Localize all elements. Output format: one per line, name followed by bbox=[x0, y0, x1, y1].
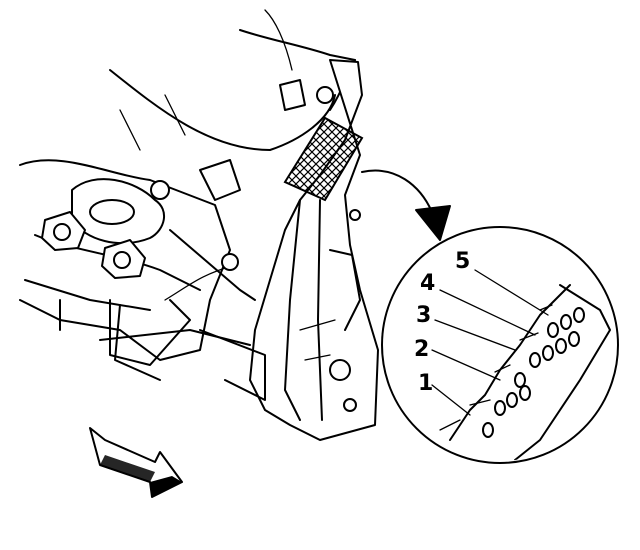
zoom-detail-arrow-icon bbox=[361, 169, 451, 241]
callout-label-5: 5 bbox=[455, 249, 470, 274]
bolt bbox=[41, 211, 86, 251]
hole-row bbox=[482, 307, 585, 438]
callout-label-2: 2 bbox=[414, 337, 429, 362]
forward-direction-arrow-icon bbox=[89, 427, 183, 498]
callout-label-4: 4 bbox=[420, 271, 435, 296]
crosshatch-area-icon bbox=[283, 116, 364, 202]
mounting-bracket bbox=[169, 59, 379, 441]
leader-lines bbox=[431, 269, 549, 416]
callout-label-1: 1 bbox=[418, 371, 433, 396]
bolt bbox=[101, 239, 146, 279]
callout-label-3: 3 bbox=[416, 303, 431, 328]
